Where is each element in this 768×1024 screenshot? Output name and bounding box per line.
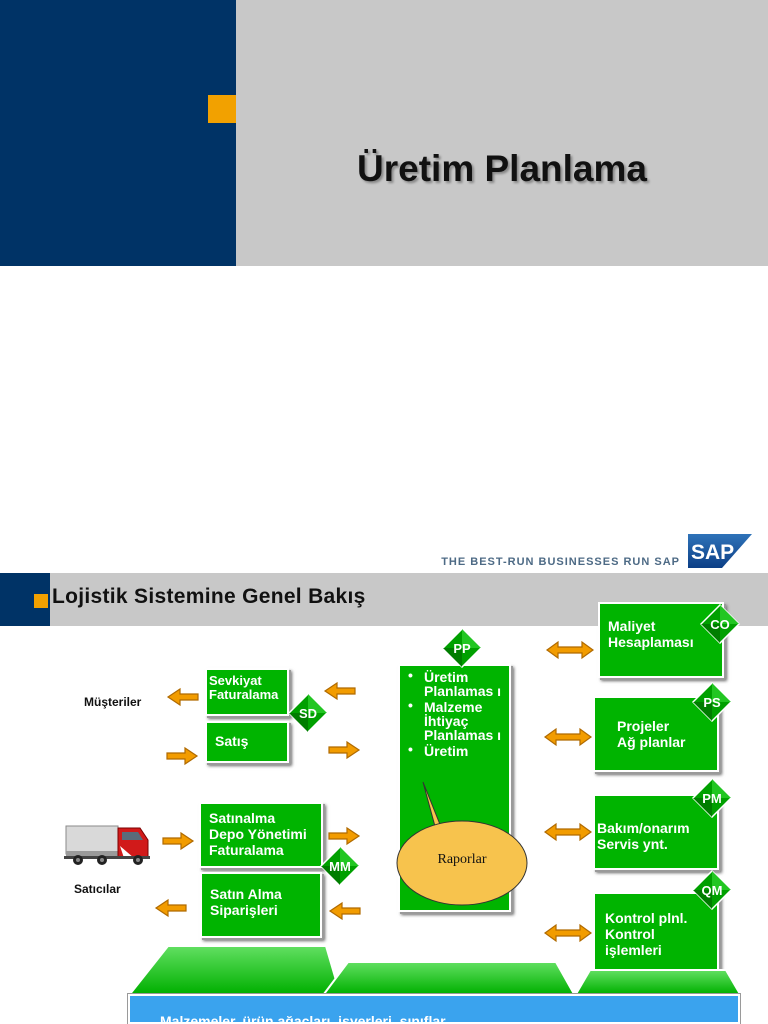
accent-square — [34, 594, 48, 608]
master-data-bar — [128, 994, 740, 1024]
arrow-both-icon — [543, 726, 593, 748]
reports-label: Raporlar — [437, 852, 487, 867]
arrow-both-icon — [543, 821, 593, 843]
pp-item: Üretim Planlamas ı — [402, 668, 507, 698]
co-line-1: Maliyet — [608, 618, 656, 634]
qm-badge: QM — [692, 870, 732, 910]
pm-line-1: Bakım/onarım — [597, 820, 690, 836]
arrow-both-icon — [543, 922, 593, 944]
pp-badge: PP — [442, 628, 482, 668]
mm-badge: MM — [320, 846, 360, 886]
mm-purchasing-line-1: Satınalma — [209, 810, 276, 826]
pm-badge-text: PM — [702, 791, 722, 806]
arrow-right-icon — [327, 825, 361, 847]
co-costing-box: Maliyet Hesaplaması — [598, 602, 724, 678]
mm-purchasing-line-2: Depo Yönetimi — [209, 826, 307, 842]
qm-quality-box: Kontrol plnl. Kontrol işlemleri — [593, 892, 719, 972]
reports-callout — [396, 781, 528, 906]
pm-badge: PM — [692, 778, 732, 818]
sd-shipping-line-1: Sevkiyat — [209, 673, 262, 688]
sd-shipping-line-2: Faturalama — [209, 687, 279, 702]
master-data-label: Malzemeler, ürün ağaçları, işyerleri, sı… — [160, 1013, 446, 1024]
pp-items-list: Üretim Planlamas ı Malzeme İhtiyaç Planl… — [402, 668, 507, 758]
arrow-both-icon — [545, 639, 595, 661]
sap-logo: SAP — [688, 534, 752, 568]
mm-purchasing-box: Satınalma Depo Yönetimi Faturalama — [199, 802, 323, 868]
ps-badge: PS — [692, 682, 732, 722]
arrow-right-icon — [327, 739, 361, 761]
ps-badge-text: PS — [703, 695, 721, 710]
pm-maintenance-box: Bakım/onarım Servis ynt. — [593, 794, 719, 870]
co-badge: CO — [700, 604, 740, 644]
sap-tagline: THE BEST-RUN BUSINESSES RUN SAP — [441, 556, 680, 568]
qm-line-1: Kontrol plnl. — [605, 910, 688, 926]
sd-badge-text: SD — [299, 706, 317, 721]
arrow-right-icon — [161, 830, 195, 852]
arrow-right-icon — [165, 745, 199, 767]
mm-orders-line-2: Siparişleri — [210, 902, 278, 918]
slide-title: Üretim Planlama — [357, 148, 647, 189]
arrow-left-icon — [328, 900, 362, 922]
mm-orders-box: Satın Alma Siparişleri — [200, 872, 322, 938]
mm-orders-line-1: Satın Alma — [210, 886, 282, 902]
sd-shipping-box: Sevkiyat Faturalama — [205, 668, 289, 716]
co-badge-text: CO — [710, 617, 730, 632]
sd-badge: SD — [288, 693, 328, 733]
pp-item: Üretim — [402, 742, 507, 758]
title-slide-navy-panel — [0, 0, 236, 266]
ps-line-2: Ağ planlar — [617, 734, 686, 750]
vendors-label: Satıcılar — [74, 882, 121, 896]
base-platform — [128, 945, 742, 995]
arrow-left-icon — [154, 897, 188, 919]
arrow-left-icon — [323, 680, 357, 702]
overview-title: Lojistik Sistemine Genel Bakış — [52, 585, 366, 608]
sd-sales-label: Satış — [215, 733, 249, 749]
truck-icon — [64, 825, 150, 865]
pp-badge-text: PP — [453, 641, 471, 656]
sd-sales-box: Satış — [205, 721, 289, 763]
arrow-left-icon — [166, 686, 200, 708]
ps-projects-box: Projeler Ağ planlar — [593, 696, 719, 772]
mm-badge-text: MM — [329, 859, 351, 874]
qm-line-2: Kontrol — [605, 926, 655, 942]
pm-line-2: Servis ynt. — [597, 836, 668, 852]
qm-line-3: işlemleri — [605, 942, 662, 958]
co-line-2: Hesaplaması — [608, 634, 694, 650]
title-slide-gray-panel — [236, 0, 768, 266]
accent-square — [208, 95, 236, 123]
mm-purchasing-line-3: Faturalama — [209, 842, 284, 858]
ps-line-1: Projeler — [617, 718, 670, 734]
sap-logo-text: SAP — [691, 541, 734, 564]
qm-badge-text: QM — [702, 883, 723, 898]
customers-label: Müşteriler — [84, 695, 142, 709]
pp-item: Malzeme İhtiyaç Planlamas ı — [402, 698, 507, 742]
